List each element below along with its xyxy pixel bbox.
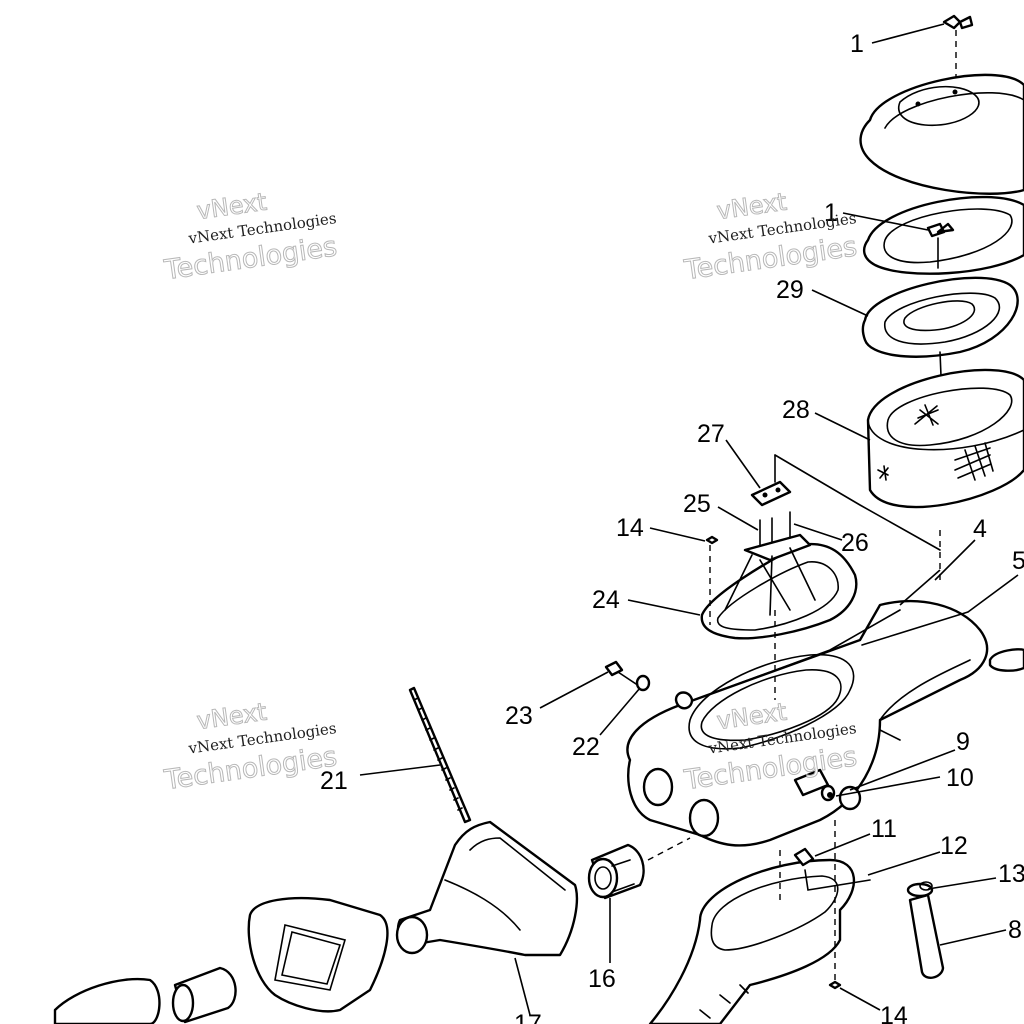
watermark: vNext vNext Technologies Technologies <box>161 187 339 287</box>
callout-1: 1 <box>850 30 864 58</box>
callout-24: 24 <box>592 586 620 614</box>
callout-17: 17 <box>514 1010 542 1024</box>
filter-cover-gasket <box>862 195 1024 275</box>
hose-clamp-13 <box>906 881 934 898</box>
callout-27: 27 <box>697 420 725 448</box>
callout-9: 9 <box>956 728 970 756</box>
callout-12: 12 <box>940 832 968 860</box>
screw-14-bottom <box>828 980 842 990</box>
watermark: vNext vNext Technologies Technologies <box>161 697 339 797</box>
air-box-cover <box>859 73 1024 195</box>
callout-29: 29 <box>776 276 804 304</box>
grommet-9-10 <box>820 784 836 802</box>
lower-tray <box>648 820 855 1024</box>
callout-25: 25 <box>683 490 711 518</box>
watermark: vNext vNext Technologies Technologies <box>681 187 859 287</box>
callout-23: 23 <box>505 702 533 730</box>
air-filter-element-28 <box>866 368 1024 509</box>
callout-26: 26 <box>841 529 869 557</box>
intake-horn <box>53 977 161 1024</box>
strap-21 <box>408 686 472 824</box>
callout-22: 22 <box>572 733 600 761</box>
air-box-housing-5 <box>626 599 1024 847</box>
intake-boot-17 <box>395 820 579 957</box>
callout-21: 21 <box>320 767 348 795</box>
coupler-16 <box>587 843 645 900</box>
mounting-flange <box>247 896 389 1013</box>
spacer <box>171 966 237 1024</box>
callout-4: 4 <box>973 515 987 543</box>
callout-11: 11 <box>871 815 897 843</box>
callout-28: 28 <box>782 396 810 424</box>
callout-10: 10 <box>946 764 974 792</box>
callout-14: 14 <box>880 1002 908 1024</box>
callout-1: 1 <box>824 199 838 227</box>
callout-16: 16 <box>588 965 616 993</box>
bolt-23 <box>604 660 637 685</box>
callouts: 1 1 29 28 27 25 26 14 4 5 24 23 22 9 10 … <box>320 30 1024 1024</box>
filter-cage-24 <box>700 454 941 640</box>
callout-8: 8 <box>1008 916 1022 944</box>
callout-13: 13 <box>998 860 1024 888</box>
callout-5: 5 <box>1012 547 1024 575</box>
callout-14: 14 <box>616 514 644 542</box>
clamp-11 <box>793 847 871 891</box>
washer-22 <box>635 674 651 692</box>
leader-lines <box>359 23 1019 1016</box>
drain-hose-8 <box>908 893 945 979</box>
